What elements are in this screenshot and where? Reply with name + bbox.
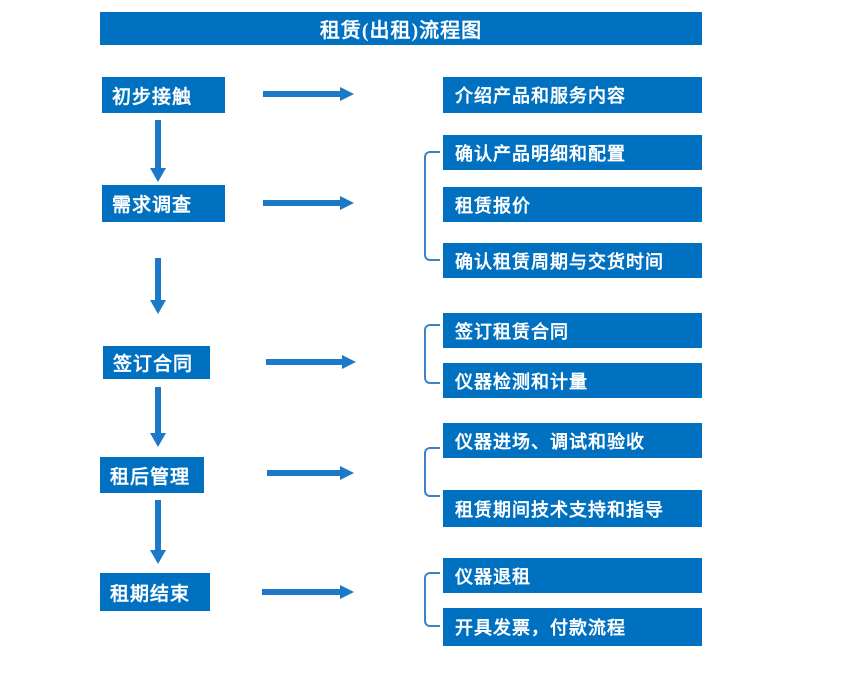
detail-introduce-products-services: 介绍产品和服务内容 [443,77,702,113]
step-post-rental-management: 租后管理 [100,457,204,493]
left-bracket-icon-3 [424,447,440,497]
detail-confirm-product-config: 确认产品明细和配置 [443,135,702,170]
right-arrow-icon-2 [263,196,354,210]
detail-confirm-period-delivery: 确认租赁周期与交货时间 [443,243,702,278]
right-arrow-icon-5 [262,585,354,599]
detail-instrument-inspection: 仪器检测和计量 [443,363,702,398]
step-initial-contact: 初步接触 [102,77,225,113]
left-bracket-icon-2 [424,324,440,384]
down-arrow-icon-1 [150,120,166,182]
left-bracket-icon-4 [424,572,440,627]
right-arrow-icon-4 [267,466,354,480]
flowchart-title: 租赁(出租)流程图 [100,12,702,45]
down-arrow-icon-3 [150,387,166,447]
step-rental-end: 租期结束 [100,573,210,611]
step-sign-contract: 签订合同 [103,346,210,379]
left-bracket-icon-1 [424,151,440,261]
step-demand-survey: 需求调查 [102,185,225,222]
detail-instrument-return: 仪器退租 [443,558,702,593]
detail-rental-quotation: 租赁报价 [443,187,702,222]
down-arrow-icon-2 [150,258,166,314]
detail-instrument-setup-acceptance: 仪器进场、调试和验收 [443,423,702,458]
down-arrow-icon-4 [150,500,166,564]
detail-technical-support: 租赁期间技术支持和指导 [443,490,702,527]
detail-sign-rental-contract: 签订租赁合同 [443,313,702,348]
right-arrow-icon-1 [263,87,354,101]
right-arrow-icon-3 [266,355,356,369]
detail-invoice-payment: 开具发票，付款流程 [443,608,702,646]
